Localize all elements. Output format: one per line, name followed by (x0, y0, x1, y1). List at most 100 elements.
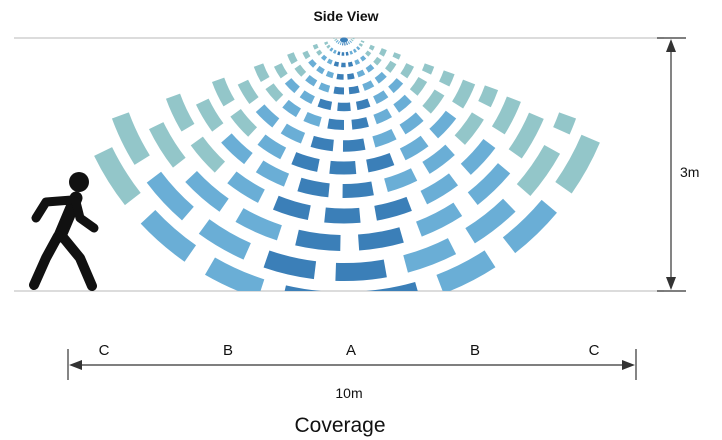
detection-arc-segment (335, 39, 339, 43)
detection-arc-segment (185, 170, 229, 212)
detection-arc-segment (329, 47, 334, 52)
detection-arc-segment (221, 133, 253, 165)
detection-arc-segment (335, 259, 387, 281)
detection-arc-segment (273, 63, 288, 79)
detection-arc-segment (284, 78, 300, 94)
detection-arc-segment (303, 111, 322, 127)
detection-arc-segment (356, 69, 366, 78)
detection-arc-segment (287, 52, 298, 65)
detection-arc-segment (399, 112, 424, 135)
detection-arc-segment (265, 83, 284, 102)
detection-arc-segment (348, 85, 360, 95)
coverage-caption: Coverage (294, 414, 385, 437)
zone-label-c-left: C (99, 342, 110, 359)
detection-arc-segment (553, 112, 577, 135)
detection-arc-segment (388, 78, 404, 94)
detection-arc-segment (318, 82, 331, 93)
detection-arc-segment (337, 41, 340, 45)
detection-arc-segment (190, 136, 226, 173)
detection-arc-segment (373, 90, 389, 105)
detection-arc-segment (349, 50, 354, 55)
detection-arc-segment (333, 61, 340, 67)
detection-arc-segment (399, 135, 429, 161)
detection-arc-segment (263, 250, 317, 280)
detection-arc-segment (235, 207, 283, 241)
detection-arc-segment (195, 98, 224, 132)
detection-arc-segment (429, 110, 457, 139)
zone-label-b-right: B (470, 342, 480, 359)
detection-arc-segment (337, 51, 341, 56)
detection-arc-segment (351, 117, 369, 130)
detection-arc-segment (310, 135, 334, 152)
detection-arc-segment (393, 94, 412, 113)
detection-arc-segment (280, 123, 306, 144)
detection-arc-segment (368, 44, 375, 51)
detection-arc-segment (204, 257, 265, 291)
detection-arc-segment (374, 71, 387, 84)
detection-arc-segment (352, 48, 357, 53)
zone-label-a: A (346, 342, 356, 359)
detection-arc-segment (255, 160, 290, 187)
detection-arc-segment (403, 237, 457, 273)
detection-arc-segment (415, 202, 463, 237)
height-label: 3m (680, 164, 699, 180)
detection-arc-segment (359, 55, 367, 62)
detection-arc-segment (452, 79, 476, 109)
detection-arc-segment (351, 38, 355, 40)
detection-arc-segment (491, 96, 521, 135)
width-dimension (67, 349, 637, 380)
detection-arc-segment (342, 181, 374, 198)
detection-arc-segment (378, 48, 387, 57)
detection-arc-segment (366, 152, 395, 173)
detection-arc-segment (347, 73, 355, 80)
detection-arc-segment (420, 173, 459, 205)
detection-arc-segment (297, 177, 330, 198)
detection-arc-segment (198, 219, 252, 260)
detection-arc-segment (272, 195, 311, 221)
detection-arc-segment (422, 89, 445, 114)
detection-arc-segment (360, 40, 365, 44)
detection-arc-segment (291, 152, 320, 172)
detection-arc-segment (467, 163, 511, 205)
detection-arc-segment (336, 73, 344, 80)
detection-arc-segment (140, 209, 197, 262)
detection-arc-segment (362, 80, 375, 91)
detection-arc-segment (358, 42, 363, 47)
detection-arc-segment (211, 77, 235, 107)
detection-pattern (94, 38, 600, 291)
detection-arc-segment (294, 64, 307, 77)
detection-arc-segment (347, 61, 354, 67)
detection-arc-segment (316, 65, 325, 75)
detection-arc-segment (333, 86, 345, 95)
detection-arc-segment (237, 79, 259, 105)
detection-arc-segment (454, 112, 484, 145)
detection-arc-segment (284, 285, 322, 291)
diagram-title: Side View (313, 8, 378, 24)
detection-arc-segment (422, 144, 455, 174)
detection-arc-segment (460, 138, 496, 175)
detection-arc-segment (302, 50, 311, 60)
detection-arc-segment (374, 196, 412, 221)
detection-arc-segment (146, 171, 194, 221)
detection-arc-segment (508, 112, 544, 159)
detection-arc-segment (357, 227, 404, 251)
width-label: 10m (335, 385, 362, 401)
detection-arc-segment (365, 50, 372, 57)
detection-arc-segment (305, 74, 318, 87)
detection-arc-segment (111, 112, 150, 165)
detection-arc-segment (439, 70, 455, 87)
detection-arc-segment (342, 138, 366, 152)
detection-arc-segment (347, 41, 351, 45)
detection-arc-segment (329, 160, 357, 175)
sensor-icon (340, 37, 348, 43)
detection-arc-segment (308, 59, 317, 68)
detection-arc-segment (555, 134, 600, 194)
detection-arc-segment (365, 64, 375, 73)
detection-arc-segment (324, 41, 329, 46)
detection-arc-segment (324, 207, 361, 224)
detection-arc-segment (384, 60, 397, 73)
detection-arc-segment (299, 90, 315, 105)
detection-arc-segment (282, 99, 302, 118)
detection-arc-segment (365, 281, 418, 291)
